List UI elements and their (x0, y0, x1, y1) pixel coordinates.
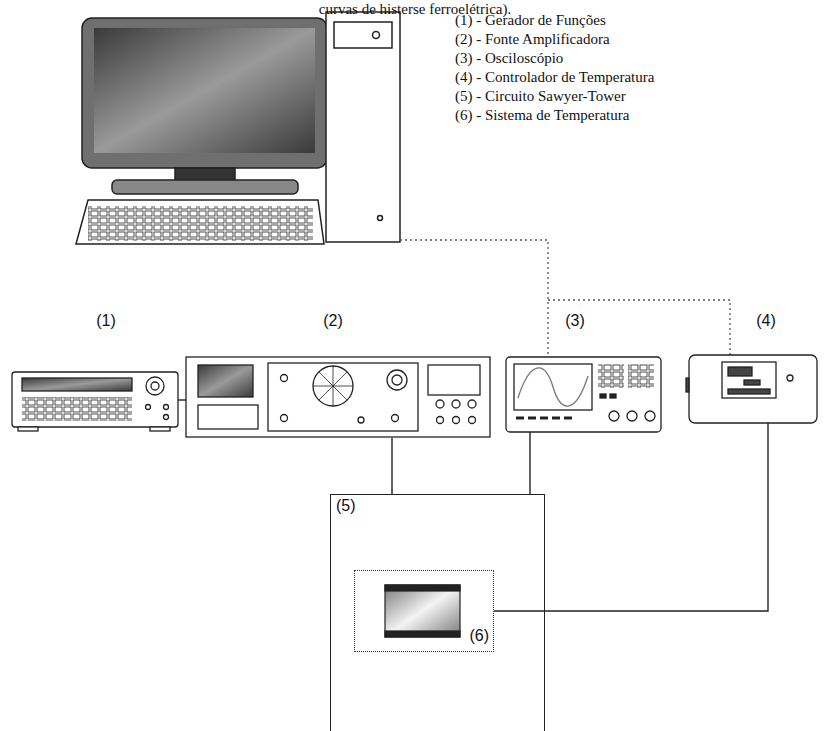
legend-text: (2) - Fonte Amplificadora (455, 31, 610, 48)
wire-line (178, 399, 186, 400)
callout-number: (5) (336, 497, 356, 515)
data-link (400, 240, 730, 357)
circuit-box: (5) (6) (330, 494, 545, 731)
instrument: (4) (688, 312, 818, 423)
legend-text: (6) - Sistema de Temperatura (455, 107, 629, 124)
instrument: (1) (10, 312, 178, 430)
temperature-controller (686, 355, 817, 423)
caption-fragment: curvas de histerse ferroelétrica). (0, 1, 830, 18)
wire (530, 432, 531, 494)
callout-number: (1) (96, 312, 116, 330)
sample (385, 585, 460, 637)
wire (392, 438, 393, 494)
legend-text: (3) - Osciloscópio (455, 50, 563, 67)
oscilloscope (506, 357, 661, 432)
power-amplifier (186, 357, 490, 437)
callout-number: (6) (469, 627, 489, 645)
temperature-box: (6) (354, 570, 494, 652)
callout-number: (3) (565, 312, 585, 330)
wire (494, 423, 768, 611)
legend-text: (5) - Circuito Sawyer-Tower (455, 88, 626, 105)
instrument: (2) (186, 312, 491, 438)
callout-number: (4) (756, 312, 776, 330)
wire (178, 400, 186, 401)
computer (76, 12, 400, 244)
instrument: (3) (505, 312, 662, 432)
wire-line (391, 438, 392, 494)
legend-text: (4) - Controlador de Temperatura (455, 69, 654, 86)
legend-text: (1) - Gerador de Funções (455, 12, 606, 29)
callout-number: (2) (323, 312, 343, 330)
wire-line (529, 432, 530, 494)
wire-line (494, 423, 768, 611)
function-generator (12, 372, 178, 431)
